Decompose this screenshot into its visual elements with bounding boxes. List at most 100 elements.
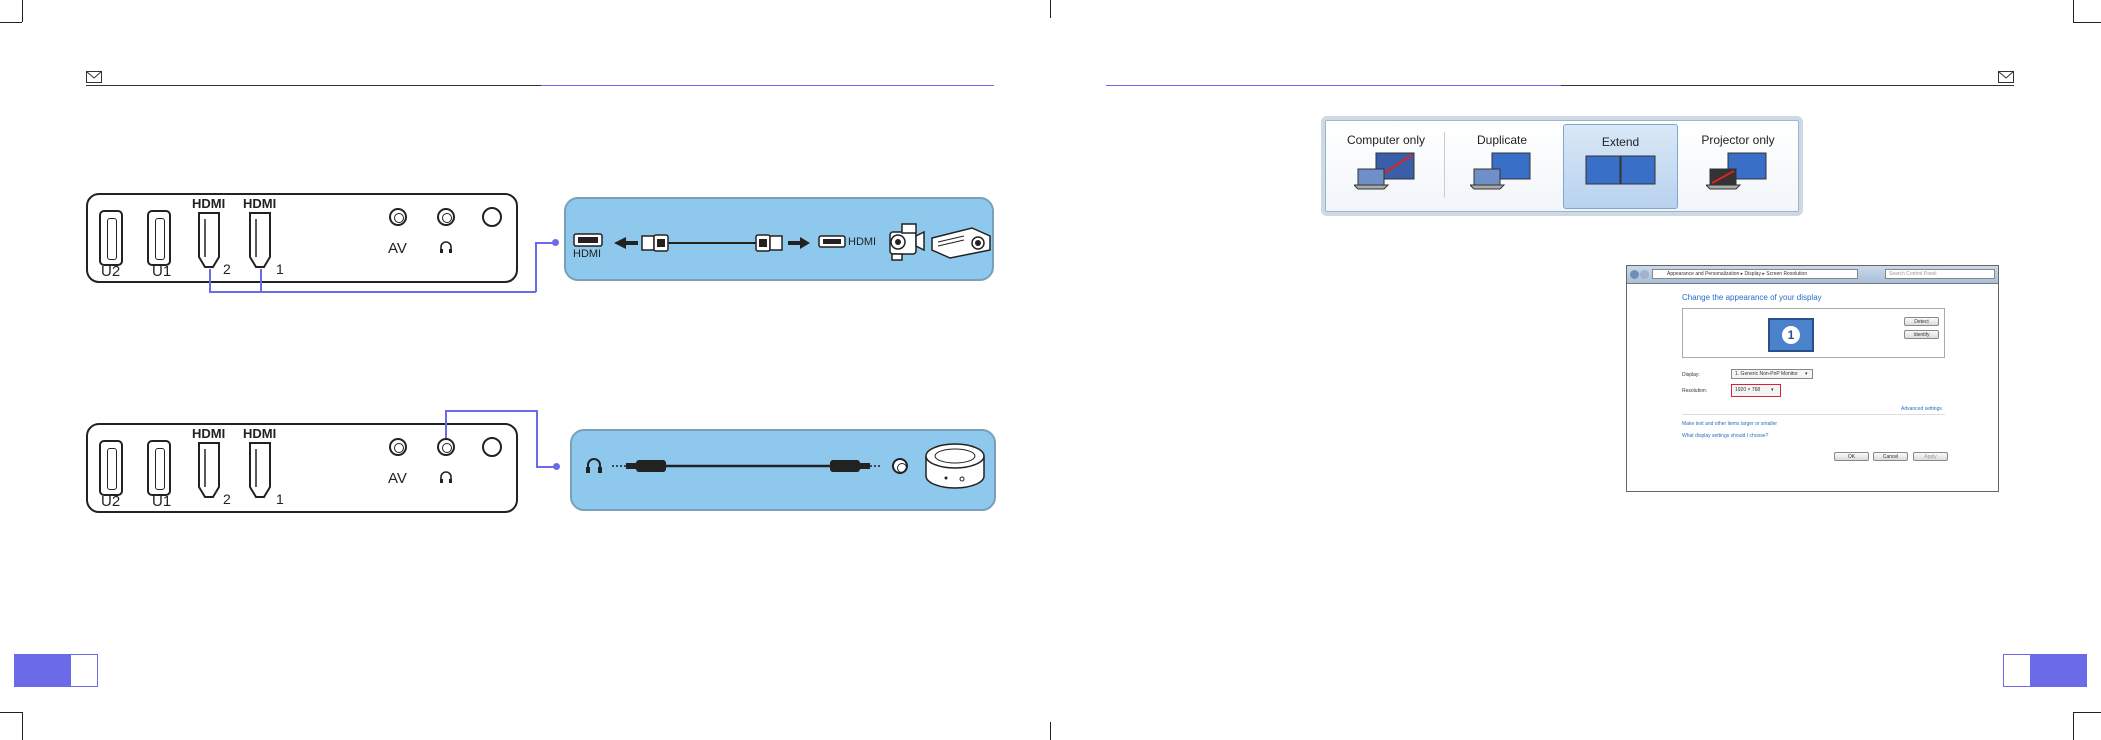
round-button <box>482 437 502 457</box>
hdmi-connector-icon <box>818 235 846 248</box>
window-heading: Change the appearance of your display <box>1682 293 1822 302</box>
chevron-down-icon: ▾ <box>1805 371 1808 377</box>
page-tab-right-box <box>2003 654 2031 687</box>
mode-label: Extend <box>1601 135 1640 149</box>
display-select[interactable]: 1. Generic Non-PnP Monitor ▾ <box>1731 369 1813 379</box>
crop-mark <box>22 0 23 22</box>
hdmi-cable-icon <box>614 234 810 252</box>
resolution-select[interactable]: 1920 × 768 ▾ <box>1731 384 1781 397</box>
display-label: Display: <box>1682 372 1700 378</box>
connector-dot <box>552 239 559 246</box>
headphone-jack <box>437 208 455 226</box>
hdmi1-title: HDMI <box>243 426 277 441</box>
crop-mark <box>22 712 23 740</box>
laptop-monitor-icon <box>1352 152 1415 190</box>
crop-mark <box>2073 712 2101 713</box>
crop-mark <box>0 712 22 713</box>
page-tab-right <box>2031 654 2087 687</box>
projector-icon <box>931 227 991 259</box>
search-placeholder: Search Control Panel <box>1889 271 1937 277</box>
headphone-icon <box>440 471 452 483</box>
mode-label: Duplicate <box>1476 133 1528 147</box>
connector-line <box>535 242 555 244</box>
crop-mark <box>1050 0 1051 18</box>
hdmi-right-label: HDMI <box>848 236 877 248</box>
hdmi1-number: 1 <box>276 491 284 507</box>
monitor-preview[interactable]: 1 <box>1768 318 1814 352</box>
hdmi1-number: 1 <box>276 261 284 277</box>
laptop-monitor-icon <box>1468 152 1531 190</box>
mail-icon <box>86 71 102 83</box>
detect-button[interactable]: Detect <box>1904 317 1939 326</box>
connector-line <box>209 269 211 292</box>
crop-mark <box>0 22 22 23</box>
hdmi-port-2 <box>198 212 220 268</box>
camcorder-icon <box>889 223 925 261</box>
hdmi2-title: HDMI <box>192 196 226 211</box>
av-jack <box>389 208 407 226</box>
cancel-button[interactable]: Cancel <box>1873 452 1908 461</box>
apply-button[interactable]: Apply <box>1913 452 1948 461</box>
connector-line <box>535 242 537 292</box>
hdmi-left-label: HDMI <box>573 248 602 260</box>
text-size-link[interactable]: Make text and other items larger or smal… <box>1682 421 1778 427</box>
separator <box>1682 414 1945 415</box>
mode-extend[interactable]: Extend <box>1563 124 1678 209</box>
av-label: AV <box>388 470 407 487</box>
page-tab-left <box>14 654 70 687</box>
mail-icon <box>1998 71 2014 83</box>
crop-mark <box>2073 22 2101 23</box>
display-select-value: 1. Generic Non-PnP Monitor <box>1735 371 1798 377</box>
screen-resolution-window: Appearance and Personalization ▸ Display… <box>1626 265 1999 492</box>
headphone-icon <box>440 241 452 253</box>
connector-line <box>445 410 447 438</box>
breadcrumb: Appearance and Personalization ▸ Display… <box>1667 271 1808 277</box>
connector-line <box>536 410 538 467</box>
header-rule <box>1561 85 2014 86</box>
audio-jack-icon <box>892 458 908 474</box>
mode-divider <box>1444 132 1445 198</box>
usb-port-u1 <box>147 440 171 496</box>
speaker-icon <box>925 443 985 489</box>
connector-line <box>445 410 537 412</box>
mode-projector-only[interactable]: Projector only <box>1681 123 1795 209</box>
laptop-monitor-icon <box>1704 152 1767 190</box>
mode-duplicate[interactable]: Duplicate <box>1446 123 1558 209</box>
forward-button[interactable] <box>1640 270 1649 279</box>
header-rule-accent <box>1106 85 1561 86</box>
display-help-link[interactable]: What display settings should I choose? <box>1682 433 1769 439</box>
hdmi2-number: 2 <box>223 261 231 277</box>
mode-label: Projector only <box>1701 133 1775 147</box>
usb1-label: U1 <box>152 493 172 510</box>
advanced-settings-link[interactable]: Advanced settings <box>1901 406 1942 412</box>
usb-port-u1 <box>147 210 171 266</box>
identify-button[interactable]: Identify <box>1904 330 1939 339</box>
mode-computer-only[interactable]: Computer only <box>1329 123 1443 209</box>
resolution-select-value: 1920 × 768 <box>1735 387 1761 393</box>
ok-button[interactable]: OK <box>1834 452 1869 461</box>
connector-line <box>260 269 262 292</box>
usb-port-u2 <box>99 440 123 496</box>
headphone-icon <box>586 458 602 473</box>
mode-label: Computer only <box>1346 133 1426 147</box>
hdmi-port-1 <box>249 212 271 268</box>
resolution-label: Resolution: <box>1682 388 1708 394</box>
av-jack <box>389 438 407 456</box>
hdmi2-title: HDMI <box>192 426 226 441</box>
connector-dot <box>553 463 560 470</box>
address-bar[interactable]: Appearance and Personalization ▸ Display… <box>1652 269 1858 279</box>
extended-monitors-icon <box>1585 155 1655 185</box>
usb-port-u2 <box>99 210 123 266</box>
av-label: AV <box>388 240 407 257</box>
connector-line <box>536 466 556 468</box>
page-tab-left-box <box>70 654 98 687</box>
search-box[interactable]: Search Control Panel <box>1885 269 1995 279</box>
headphone-jack <box>437 438 455 456</box>
round-button <box>482 207 502 227</box>
hdmi-port-1 <box>249 442 271 498</box>
monitor-number: 1 <box>1782 326 1800 344</box>
usb2-label: U2 <box>101 263 121 280</box>
back-button[interactable] <box>1630 270 1639 279</box>
chevron-down-icon: ▾ <box>1771 387 1774 393</box>
usb1-label: U1 <box>152 263 172 280</box>
